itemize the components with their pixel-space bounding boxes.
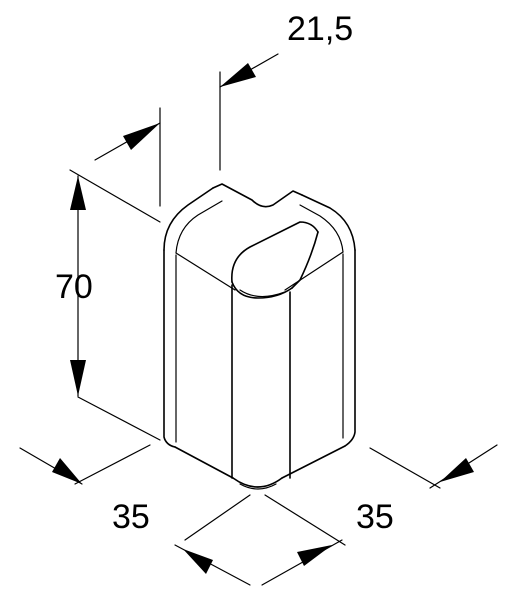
width-right-label: 35 — [356, 498, 394, 536]
height-label: 70 — [55, 268, 93, 306]
height-extension-bottom — [77, 396, 161, 441]
dimension-depth: 21,5 — [94, 10, 353, 207]
cap-right-edge — [344, 249, 356, 447]
depth-label: 21,5 — [287, 10, 353, 48]
cap-bottom-corner-inner — [239, 483, 277, 490]
height-arrow-bottom — [70, 360, 86, 396]
cap-bottom-right — [281, 445, 346, 479]
cap-inner-top-right — [299, 204, 344, 253]
width-left-arrow — [52, 458, 82, 484]
width-right-dim-line — [261, 539, 343, 586]
cap-inner-diag-left — [175, 252, 236, 291]
width-left-arrow-bottom — [183, 549, 213, 574]
width-left-label: 35 — [112, 498, 150, 536]
cap-left-shoulder — [163, 187, 214, 251]
cap-right-shoulder — [301, 194, 356, 251]
width-right-extension-outer — [369, 447, 441, 489]
width-right-extension-inner — [264, 494, 346, 546]
width-right-arrow — [440, 458, 474, 482]
width-left-extension-inner — [184, 494, 251, 541]
outer-corner-cap — [163, 183, 356, 490]
cap-inner-top-left — [175, 200, 223, 254]
height-arrow-top — [70, 176, 86, 210]
cap-corner-top-left — [231, 221, 319, 283]
cap-corner-top-right — [291, 231, 319, 289]
cap-left-edge — [163, 249, 176, 448]
cap-top-notch — [212, 183, 303, 208]
cap-corner-rim — [239, 289, 286, 298]
cap-inner-diag-right — [284, 251, 344, 291]
dimension-height: 70 — [55, 169, 161, 441]
dimension-width-left: 35 — [19, 444, 251, 586]
width-right-arrow-bottom — [297, 545, 332, 566]
depth-arrow-left — [123, 123, 160, 150]
depth-arrow-right — [220, 63, 256, 87]
cap-bottom-corner — [232, 477, 283, 488]
dimension-width-right: 35 — [261, 444, 498, 586]
cap-bottom-left — [174, 446, 234, 479]
width-left-extension-outer — [74, 444, 151, 485]
height-extension-top — [69, 169, 161, 223]
